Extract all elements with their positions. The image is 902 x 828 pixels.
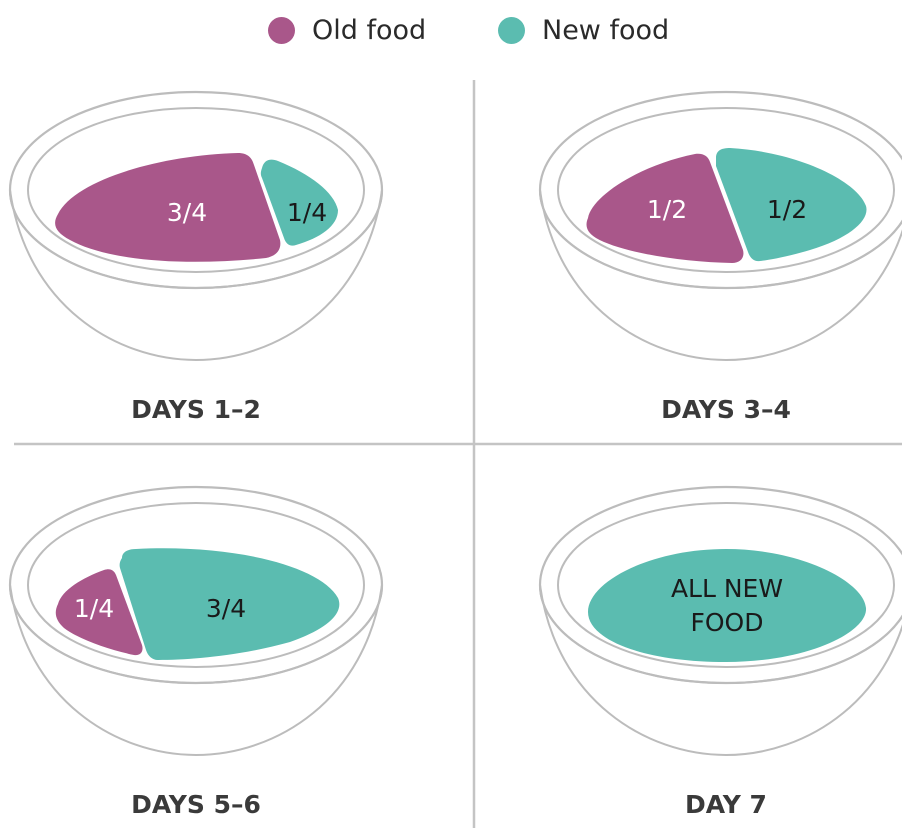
new-food-portion — [119, 548, 340, 660]
old-food-portion — [55, 569, 143, 656]
panel-days-5-6: 1/4 3/4 DAYS 5–6 — [8, 485, 384, 819]
panel-days-1-2: 3/4 1/4 DAYS 1–2 — [8, 90, 384, 424]
new-fraction-label: 3/4 — [206, 594, 246, 623]
old-fraction-label: 1/2 — [647, 195, 687, 224]
new-food-portion — [260, 159, 338, 246]
legend-label-old-food: Old food — [312, 14, 427, 46]
new-food-swatch-icon — [498, 16, 525, 44]
old-fraction-label: 1/4 — [74, 594, 114, 623]
old-food-swatch-icon — [268, 16, 295, 44]
legend-item-new-food: New food — [498, 10, 669, 50]
old-food-portion — [55, 153, 281, 262]
day-label: DAYS 3–4 — [661, 395, 791, 424]
day-label: DAYS 1–2 — [131, 395, 261, 424]
old-food-portion — [586, 153, 744, 263]
panel-day-7: ALL NEW FOOD DAY 7 — [538, 485, 902, 819]
day-label: DAYS 5–6 — [131, 790, 261, 819]
new-food-portion — [716, 148, 867, 262]
bowl-icon — [538, 485, 902, 757]
legend-item-old-food: Old food — [268, 10, 426, 50]
legend: Old food New food — [0, 10, 902, 50]
panel-days-3-4: 1/2 1/2 DAYS 3–4 — [538, 90, 902, 424]
new-fraction-label: 1/4 — [287, 198, 327, 227]
day-label: DAY 7 — [685, 790, 767, 819]
bowl-icon — [8, 485, 384, 757]
bowl-icon — [8, 90, 384, 362]
new-fraction-label: 1/2 — [767, 195, 807, 224]
bowl-icon — [538, 90, 902, 362]
new-food-portion — [588, 549, 867, 662]
all-new-food-line-2: FOOD — [691, 608, 764, 637]
legend-label-new-food: New food — [542, 14, 670, 46]
old-fraction-label: 3/4 — [167, 198, 207, 227]
all-new-food-line-1: ALL NEW — [671, 574, 783, 603]
